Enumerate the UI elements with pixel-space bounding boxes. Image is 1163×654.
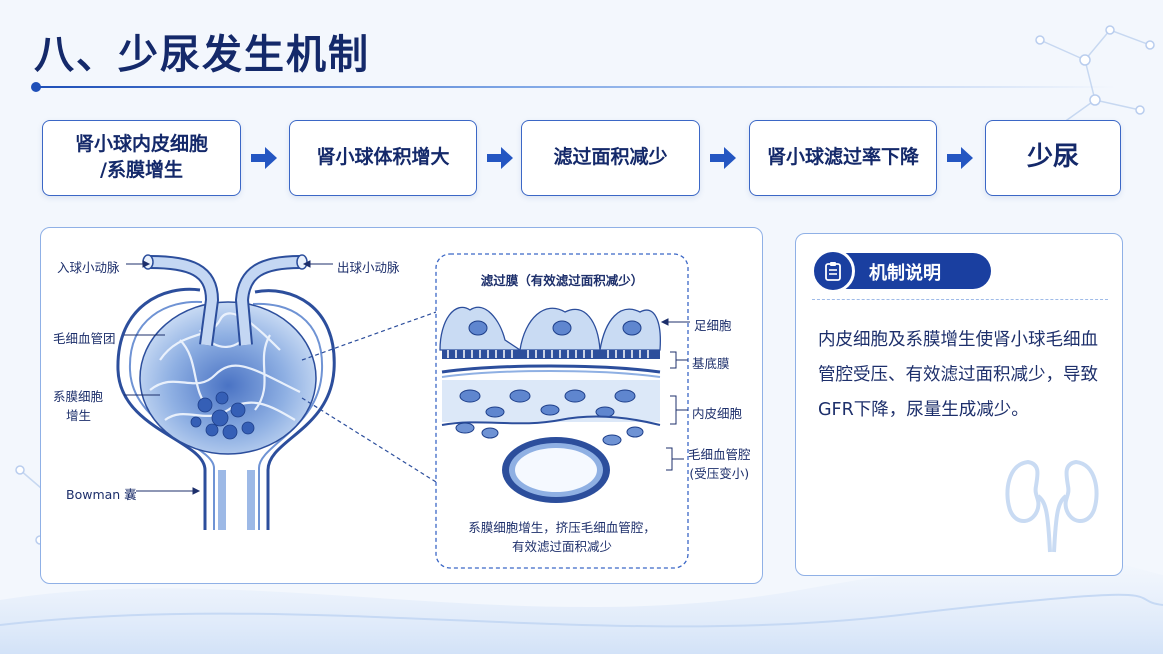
label-podocyte: 足细胞 bbox=[694, 318, 732, 333]
label-endothelial-cell: 内皮细胞 bbox=[692, 406, 743, 421]
arrow-right-icon bbox=[710, 147, 736, 169]
label-mesangial-line2: 增生 bbox=[66, 408, 92, 423]
membrane-inset-title: 滤过膜（有效滤过面积减少） bbox=[480, 273, 644, 288]
arrow-right-icon bbox=[487, 147, 513, 169]
arrow-right-icon bbox=[251, 147, 277, 169]
label-mesangial-line1: 系膜细胞 bbox=[53, 389, 104, 404]
label-efferent-arteriole: 出球小动脉 bbox=[337, 260, 400, 275]
caption-line1: 系膜细胞增生，挤压毛细血管腔， bbox=[468, 520, 656, 535]
arrow-right-icon bbox=[947, 147, 973, 169]
label-afferent-arteriole: 入球小动脉 bbox=[57, 260, 120, 275]
title-underline bbox=[36, 86, 1116, 88]
caption-line2: 有效滤过面积减少 bbox=[511, 539, 612, 555]
label-mesangial-proliferation: 系膜细胞 增生 bbox=[53, 387, 103, 425]
flow-step-3-label: 滤过面积减少 bbox=[553, 146, 668, 169]
kidney-icon bbox=[1005, 459, 1099, 553]
flow-step-1-line1: 肾小球内皮细胞 bbox=[74, 133, 208, 156]
mechanism-badge: 机制说明 bbox=[811, 249, 991, 293]
mechanism-panel bbox=[795, 233, 1123, 576]
label-capillary-lumen: 毛细血管腔 (受压变小) bbox=[688, 445, 751, 483]
flow-step-2-label: 肾小球体积增大 bbox=[316, 146, 450, 169]
flow-step-1: 肾小球内皮细胞 /系膜增生 bbox=[42, 120, 241, 196]
label-basement-membrane: 基底膜 bbox=[692, 356, 730, 371]
label-lumen-line1: 毛细血管腔 bbox=[688, 447, 751, 462]
title-underline-dot bbox=[31, 82, 41, 92]
membrane-caption: 系膜细胞增生，挤压毛细血管腔， 有效滤过面积减少 bbox=[440, 518, 684, 557]
label-lumen-line2: (受压变小) bbox=[689, 466, 750, 481]
flow-step-4: 肾小球滤过率下降 bbox=[749, 120, 937, 196]
label-bowman-capsule: Bowman 囊 bbox=[66, 487, 137, 502]
flow-step-5: 少尿 bbox=[985, 120, 1121, 196]
mechanism-divider bbox=[812, 299, 1108, 300]
flow-step-4-label: 肾小球滤过率下降 bbox=[766, 146, 919, 169]
mechanism-text: 内皮细胞及系膜增生使肾小球毛细血管腔受压、有效滤过面积减少，导致GFR下降，尿量… bbox=[818, 330, 1098, 420]
mechanism-heading: 机制说明 bbox=[869, 263, 941, 284]
flow-step-5-label: 少尿 bbox=[1026, 142, 1079, 173]
clipboard-icon bbox=[811, 249, 855, 293]
flow-step-1-line2: /系膜增生 bbox=[100, 159, 183, 181]
glomerulus-illustration bbox=[116, 253, 690, 569]
flow-step-2: 肾小球体积增大 bbox=[289, 120, 477, 196]
page-title: 八、少尿发生机制 bbox=[34, 32, 370, 78]
label-capillary-tuft: 毛细血管团 bbox=[53, 331, 116, 346]
flow-step-3: 滤过面积减少 bbox=[521, 120, 700, 196]
